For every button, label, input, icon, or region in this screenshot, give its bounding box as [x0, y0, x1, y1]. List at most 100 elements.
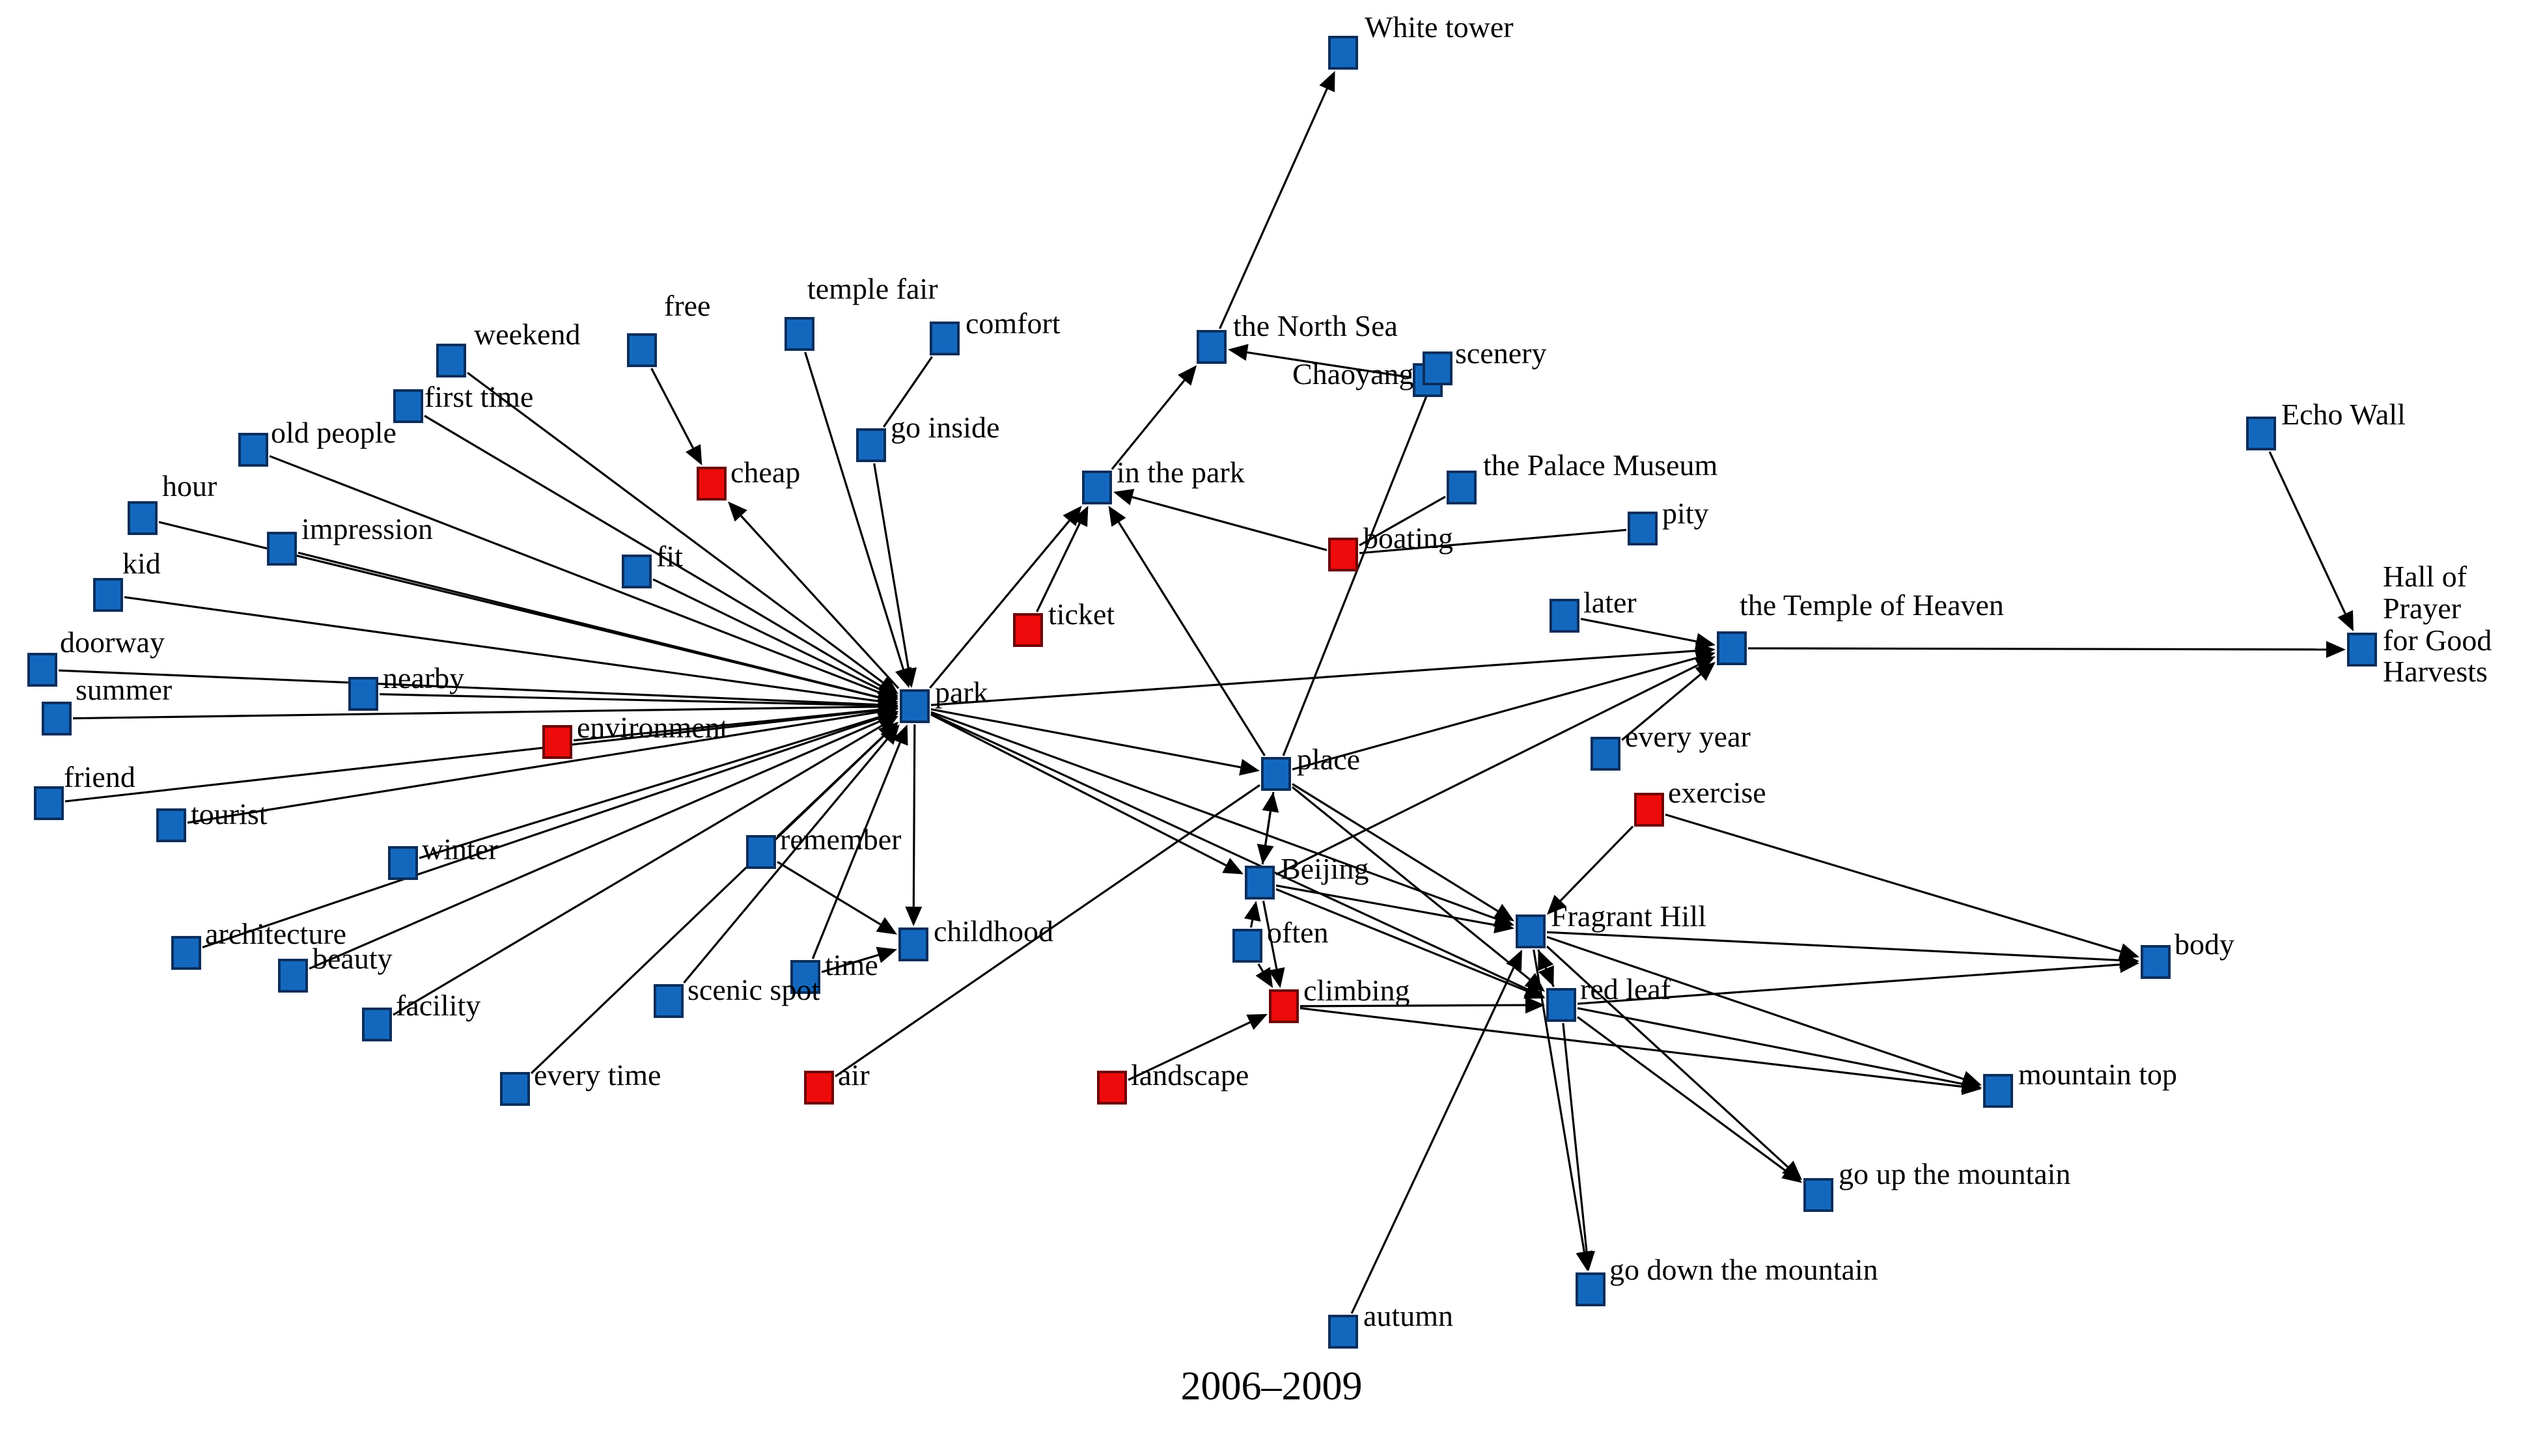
graph-node-exercise[interactable] — [1634, 793, 1664, 827]
graph-node-go-down-the-mountain[interactable] — [1576, 1272, 1605, 1306]
graph-node-label: childhood — [934, 914, 1053, 948]
graph-node-the-temple-of-heaven[interactable] — [1717, 631, 1747, 665]
graph-node-childhood[interactable] — [898, 927, 928, 961]
graph-node-label: often — [1267, 916, 1329, 949]
graph-node-label: air — [838, 1058, 870, 1092]
graph-node-body[interactable] — [2141, 945, 2171, 979]
graph-node-label: comfort — [966, 307, 1061, 340]
graph-node-label: impression — [301, 512, 433, 545]
graph-node-scenery[interactable] — [1423, 351, 1452, 385]
graph-node-label: cheap — [730, 456, 801, 489]
graph-node-label: autumn — [1363, 1299, 1453, 1332]
graph-node-label: red leaf — [1580, 972, 1671, 1006]
graph-node-later[interactable] — [1549, 599, 1579, 633]
graph-node-every-time[interactable] — [500, 1072, 530, 1106]
graph-node-label: scenery — [1455, 337, 1547, 370]
graph-node-free[interactable] — [627, 333, 657, 367]
graph-node-remember[interactable] — [746, 835, 776, 869]
graph-node-label: nearby — [383, 661, 465, 694]
graph-node-label: place — [1297, 743, 1361, 776]
graph-node-cheap[interactable] — [697, 467, 727, 501]
graph-node-kid[interactable] — [93, 578, 123, 612]
graph-node-tourist[interactable] — [156, 808, 186, 842]
graph-node-landscape[interactable] — [1097, 1071, 1127, 1105]
graph-node-architecture[interactable] — [171, 936, 201, 970]
graph-node-boating[interactable] — [1328, 538, 1358, 571]
graph-node-label: free — [664, 289, 711, 322]
graph-node-label: Echo Wall — [2281, 398, 2406, 431]
graph-node-label: architecture — [205, 917, 347, 950]
graph-node-facility[interactable] — [362, 1008, 392, 1041]
graph-node-autumn[interactable] — [1328, 1315, 1358, 1349]
graph-node-label: kid — [122, 547, 161, 580]
graph-node-label: the Temple of Heaven — [1740, 588, 2004, 622]
graph-node-label: boating — [1363, 521, 1453, 555]
graph-node-label: every year — [1625, 720, 1751, 753]
graph-node-comfort[interactable] — [930, 322, 960, 355]
graph-node-label: Fragrant Hill — [1551, 900, 1706, 933]
graph-node-time[interactable] — [790, 960, 820, 994]
graph-node-fragrant-hill[interactable] — [1516, 914, 1546, 948]
graph-node-white-tower[interactable] — [1328, 36, 1358, 70]
graph-node-label: hour — [162, 469, 217, 502]
graph-node-red-leaf[interactable] — [1546, 988, 1576, 1022]
graph-node-label: exercise — [1668, 776, 1766, 809]
graph-node-label: facility — [396, 989, 481, 1022]
graph-node-go-inside[interactable] — [856, 428, 886, 462]
graph-node-label: pity — [1662, 497, 1709, 530]
graph-node-label: weekend — [474, 318, 581, 351]
graph-node-label: environment — [577, 711, 729, 744]
graph-node-echo-wall[interactable] — [2246, 417, 2276, 450]
graph-node-the-palace-museum[interactable] — [1447, 471, 1477, 504]
graph-node-old-people[interactable] — [238, 433, 268, 467]
graph-node-label: go down the mountain — [1609, 1253, 1878, 1286]
graph-node-hall-of-prayer-for-good-harvests[interactable] — [2347, 633, 2377, 666]
graph-node-beijing[interactable] — [1245, 866, 1275, 900]
graph-node-weekend[interactable] — [436, 344, 466, 378]
graph-node-label: winter — [422, 832, 499, 866]
graph-node-winter[interactable] — [388, 846, 418, 880]
graph-node-nearby[interactable] — [348, 677, 378, 711]
graph-node-impression[interactable] — [267, 532, 297, 566]
graph-node-pity[interactable] — [1628, 512, 1658, 545]
graph-node-label: ticket — [1048, 598, 1115, 631]
graph-node-doorway[interactable] — [27, 653, 57, 687]
graph-node-label: summer — [76, 673, 173, 706]
graph-node-label: White tower — [1365, 10, 1514, 44]
graph-node-the-north-sea[interactable] — [1197, 330, 1227, 364]
graph-node-label: fit — [656, 540, 683, 573]
graph-node-every-year[interactable] — [1591, 737, 1620, 771]
graph-node-go-up-the-mountain[interactable] — [1803, 1178, 1833, 1212]
graph-node-label: the North Sea — [1233, 309, 1398, 342]
graph-node-label: time — [825, 948, 878, 982]
graph-node-park[interactable] — [900, 689, 930, 723]
graph-node-label: friend — [64, 760, 135, 793]
graph-node-scenic-spot[interactable] — [654, 984, 684, 1018]
graph-node-often[interactable] — [1232, 929, 1262, 963]
graph-node-air[interactable] — [804, 1071, 834, 1105]
graph-node-label: go up the mountain — [1839, 1157, 2071, 1190]
graph-node-climbing[interactable] — [1269, 989, 1299, 1023]
graph-node-fit[interactable] — [622, 555, 652, 588]
graph-node-label: first time — [424, 380, 534, 413]
graph-node-in-the-park[interactable] — [1082, 471, 1112, 504]
graph-node-label: doorway — [60, 625, 165, 659]
graph-node-hour[interactable] — [128, 501, 158, 535]
graph-node-place[interactable] — [1261, 757, 1291, 791]
graph-node-mountain-top[interactable] — [1983, 1074, 2013, 1108]
graph-node-ticket[interactable] — [1013, 613, 1043, 647]
graph-node-label: Chaoyang — [1292, 357, 1414, 391]
graph-node-temple-fair[interactable] — [785, 317, 814, 351]
graph-node-label: go inside — [891, 411, 1000, 444]
graph-node-summer[interactable] — [42, 702, 72, 735]
graph-node-first-time[interactable] — [393, 389, 423, 423]
graph-node-label: body — [2175, 927, 2234, 961]
graph-node-environment[interactable] — [542, 725, 572, 759]
graph-node-friend[interactable] — [34, 786, 64, 820]
graph-node-label: Beijing — [1281, 852, 1369, 885]
graph-node-label: old people — [271, 416, 396, 449]
graph-node-beauty[interactable] — [278, 959, 308, 993]
figure-caption: 2006–2009 — [1180, 1364, 1363, 1408]
